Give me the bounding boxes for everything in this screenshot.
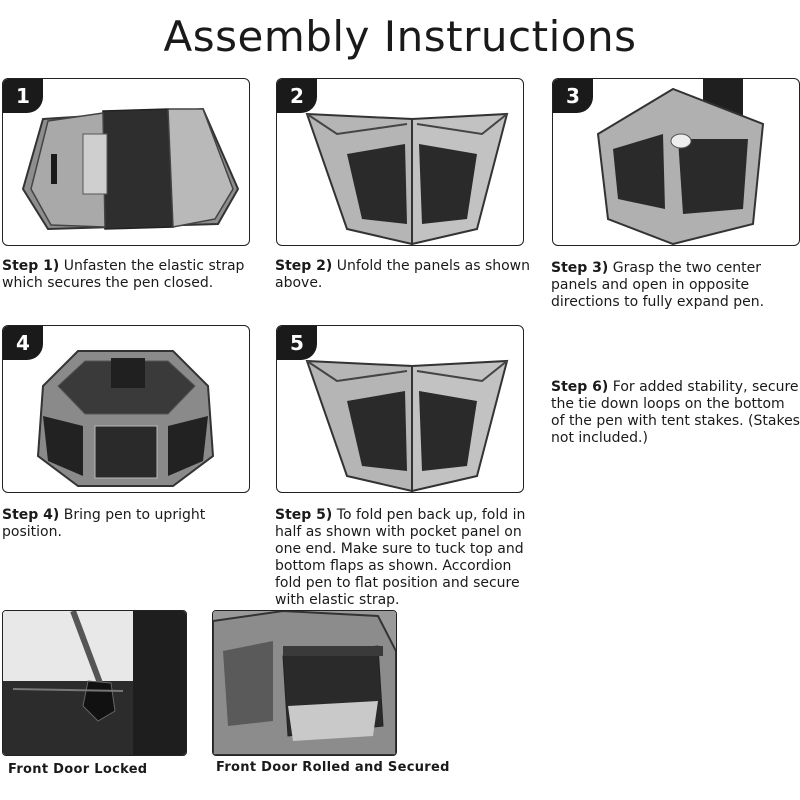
step-3-caption: Step 3) Grasp the two center panels and …	[551, 260, 800, 311]
step-3-image: 3	[552, 78, 800, 246]
step-5-text: To fold pen back up, fold in half as sho…	[275, 507, 526, 608]
step-1-badge: 1	[3, 79, 43, 113]
step-3-badge: 3	[553, 79, 593, 113]
step-4-badge: 4	[3, 326, 43, 360]
front-door-rolled-caption: Front Door Rolled and Secured	[216, 760, 450, 775]
step-6-label: Step 6)	[551, 379, 609, 395]
folded-pen-illustration	[21, 107, 240, 231]
step-5-label: Step 5)	[275, 507, 333, 523]
step-2-image: 2	[276, 78, 524, 246]
step-2-badge: 2	[277, 79, 317, 113]
expanding-pen-illustration	[596, 79, 765, 245]
page-title: Assembly Instructions	[163, 12, 637, 61]
step-4-caption: Step 4) Bring pen to upright position.	[2, 507, 262, 541]
step-1-image: 1	[2, 78, 250, 246]
step-5-image: 5	[276, 325, 524, 493]
step-4-text: Bring pen to upright position.	[2, 507, 206, 540]
step-1-label: Step 1)	[2, 258, 60, 274]
front-door-locked-photo	[2, 610, 187, 756]
step-5-caption: Step 5) To fold pen back up, fold in hal…	[275, 507, 537, 609]
step-5-badge: 5	[277, 326, 317, 360]
step-4-image: 4	[2, 325, 250, 493]
step-2-label: Step 2)	[275, 258, 333, 274]
step-6-caption: Step 6) For added stability, secure the …	[551, 379, 800, 447]
step-3-text: Grasp the two center panels and open in …	[551, 260, 765, 310]
door-lock-photo	[3, 611, 186, 755]
step-2-text: Unfold the panels as shown above.	[275, 258, 530, 291]
step-6-text: For added stability, secure the tie down…	[551, 379, 800, 446]
step-3-label: Step 3)	[551, 260, 609, 276]
step-1-text: Unfasten the elastic strap which secures…	[2, 258, 245, 291]
door-rolled-photo	[213, 611, 396, 755]
step-4-label: Step 4)	[2, 507, 60, 523]
front-door-locked-caption: Front Door Locked	[8, 762, 148, 777]
folding-pen-illustration	[305, 359, 509, 492]
step-2-caption: Step 2) Unfold the panels as shown above…	[275, 258, 535, 292]
unfolded-panels-illustration	[305, 112, 509, 245]
front-door-rolled-photo	[212, 610, 397, 756]
step-1-caption: Step 1) Unfasten the elastic strap which…	[2, 258, 252, 292]
upright-pen-illustration	[36, 350, 215, 487]
